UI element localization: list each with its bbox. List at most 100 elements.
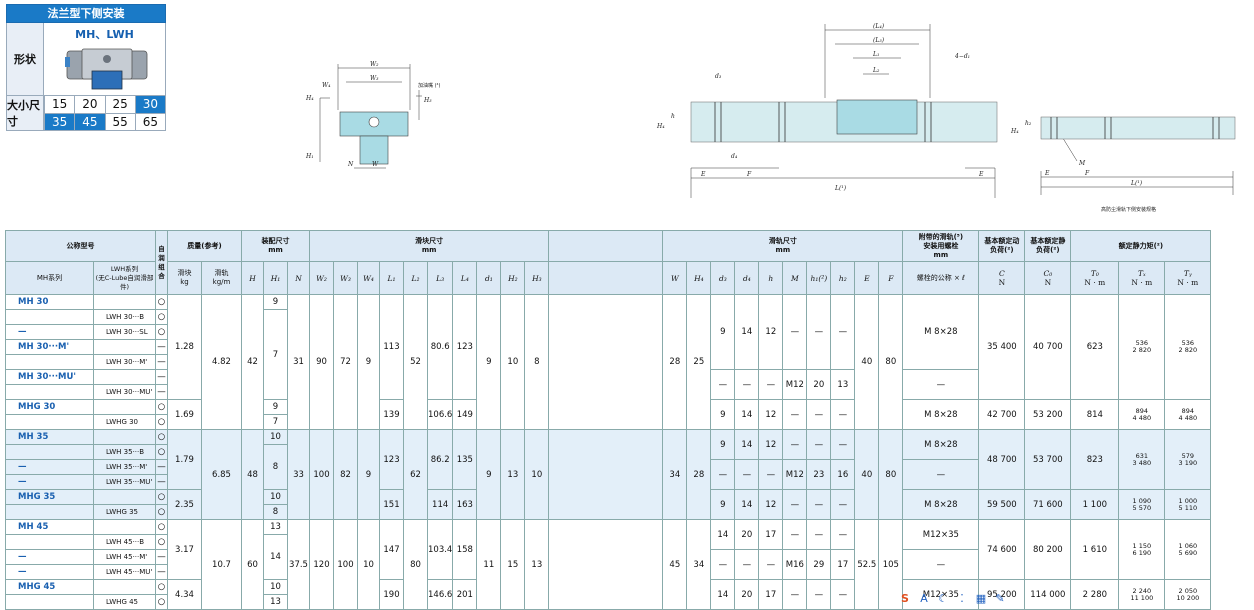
table-row: LWH 30···B○7: [5, 309, 1211, 400]
size-65[interactable]: 65: [134, 113, 165, 130]
dim-L2: 52: [403, 294, 428, 430]
hdr-W2: W₂: [309, 261, 334, 295]
rail-dim: —: [782, 399, 808, 430]
model-mh: —: [5, 474, 94, 490]
wrench-icon[interactable]: ✎: [995, 592, 1005, 605]
hdr-H1: H₁: [263, 261, 288, 295]
dim-d1: 9: [476, 429, 502, 520]
mass-block: 1.28: [167, 294, 202, 400]
rail-dim: 14: [734, 399, 760, 430]
s-logo-icon[interactable]: S: [901, 592, 909, 605]
size-15[interactable]: 15: [44, 96, 74, 113]
rail-dim: —: [806, 294, 832, 370]
rail-dim: 12: [758, 399, 784, 430]
dim-W4: 10: [357, 519, 380, 610]
end-view-drawing: H₄ h₂ M E F L(¹) 高防尘滑轨下侧安装规格: [1010, 116, 1236, 213]
self-lube: —: [155, 354, 168, 370]
moon-icon[interactable]: ☾: [938, 592, 948, 605]
dim-E: 40: [854, 429, 880, 520]
mass-block: 1.79: [167, 429, 202, 490]
rail-dim: —: [806, 519, 832, 550]
self-lube: ○: [155, 414, 168, 430]
model-lwh: LWH 45···MU': [93, 564, 156, 580]
dots-icon[interactable]: ⁚: [960, 592, 964, 605]
hdr-h: h: [758, 261, 784, 295]
bolt-size: —: [902, 549, 980, 580]
table-row: LWHG 45○13: [5, 594, 1211, 610]
rail-dim: 17: [830, 549, 856, 580]
dim-L1: 147: [379, 519, 404, 580]
dim-side-h: h: [671, 113, 675, 120]
rail-dim: —: [758, 369, 784, 400]
self-lube: ○: [155, 399, 168, 415]
self-lube: ○: [155, 429, 168, 445]
rail-dim: —: [782, 489, 808, 520]
moment-Tx: 1 090 5 570: [1118, 489, 1166, 520]
size-55[interactable]: 55: [104, 113, 135, 130]
hdr-gap: [548, 230, 664, 262]
rail-dim: 29: [806, 549, 832, 580]
model-mh: [5, 534, 94, 550]
moment-Ty: 536 2 820: [1164, 294, 1212, 400]
model-mh: MH 45: [5, 519, 94, 535]
table-row: LWHG 35○8: [5, 504, 1211, 520]
dim-H: 42: [241, 294, 264, 430]
size-35[interactable]: 35: [44, 113, 75, 130]
hdr-rail-kg: 滑轨 kg/m: [201, 261, 242, 295]
keyboard-icon[interactable]: ▦: [975, 592, 987, 605]
end-note: 高防尘滑轨下侧安装规格: [1101, 206, 1156, 213]
dim-side-h4: H₄: [656, 123, 665, 130]
rail-dim: —: [710, 549, 736, 580]
dim-w2: W₂: [370, 61, 379, 68]
model-mh: [5, 384, 94, 400]
dim-H3: 8: [524, 294, 550, 430]
model-lwh: LWH 30···SL: [93, 324, 156, 340]
dim-H: 60: [241, 519, 264, 610]
model-lwh: [93, 579, 156, 595]
dim-H3: 10: [524, 429, 550, 520]
size-45[interactable]: 45: [74, 113, 105, 130]
self-lube: ○: [155, 324, 168, 340]
front-view-drawing: W₂ W₃ W₄ H₄ H H₁ H₃ N W 加油嘴 (⁴): [305, 61, 441, 169]
size-30[interactable]: 30: [134, 96, 165, 113]
model-mh: MH 30···M': [5, 339, 94, 355]
dim-H1: 8: [263, 504, 288, 520]
rail-dim: 14: [734, 489, 760, 520]
hdr-slide: 滑块尺寸 mm: [308, 230, 550, 262]
model-lwh: [93, 369, 156, 385]
dim-H: 48: [241, 429, 264, 520]
dim-n: N: [347, 161, 354, 168]
shape-row: 形状 MH、LWH: [6, 23, 166, 96]
model-lwh: [93, 489, 156, 505]
font-icon[interactable]: A: [920, 592, 928, 605]
hdr-H3: H₃: [524, 261, 550, 295]
size-label: 大小尺寸: [7, 96, 44, 130]
dim-l4: (L₄): [873, 23, 885, 30]
rail-dim: M12: [782, 369, 808, 400]
size-25[interactable]: 25: [104, 96, 135, 113]
dim-H4: 25: [686, 294, 712, 430]
hdr-H: H: [241, 261, 264, 295]
model-lwh: LWHG 30: [93, 414, 156, 430]
model-lwh: LWH 45···M': [93, 549, 156, 565]
dim-L2: 80: [403, 519, 428, 610]
dim-H1: 9: [263, 399, 288, 415]
dim-end-f: F: [1084, 170, 1090, 177]
dim-d3: d₃: [715, 73, 722, 80]
hdr-L4: L₄: [452, 261, 478, 295]
model-mh: MHG 45: [5, 579, 94, 595]
gap-cell: [548, 519, 664, 610]
dim-W3: 82: [333, 429, 358, 520]
dim-N: 33: [287, 429, 310, 520]
hdr-d1: d₁: [476, 261, 502, 295]
dim-L1: 123: [379, 429, 404, 490]
load-C0: 53 700: [1024, 429, 1072, 490]
moment-T0: 823: [1070, 429, 1120, 490]
rail-dim: 13: [830, 369, 856, 400]
self-lube: —: [155, 369, 168, 385]
size-20[interactable]: 20: [74, 96, 104, 113]
